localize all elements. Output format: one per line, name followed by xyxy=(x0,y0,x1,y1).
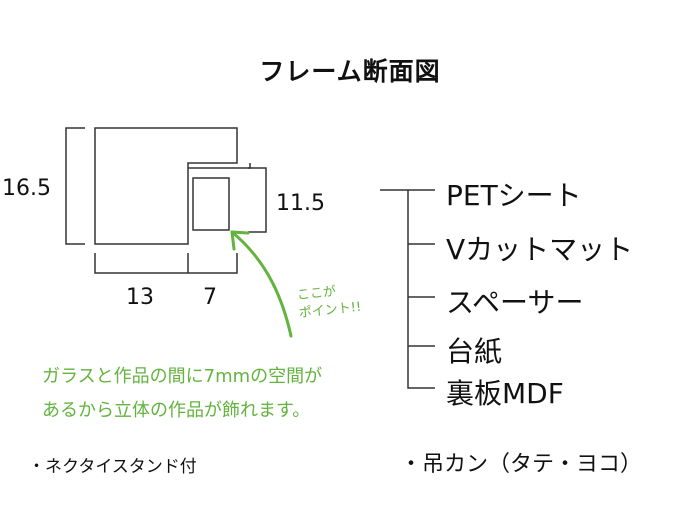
layer-list-bracket xyxy=(380,189,435,389)
layer-label-mdf-back-board: 裏板MDF xyxy=(446,377,564,410)
layer-label-v-cut-mat: Vカットマット xyxy=(446,233,634,266)
dimension-bracket-height-total xyxy=(65,127,85,245)
callout-note-line1: ガラスと作品の間に7mmの空間が xyxy=(42,366,323,387)
dimension-label-height-inner: 11.5 xyxy=(276,191,325,216)
spacer-gap-rect xyxy=(192,177,230,231)
page-title: フレーム断面図 xyxy=(259,57,441,86)
feature-stand: ・ネクタイスタンド付 xyxy=(28,457,197,477)
dimension-label-width-left: 13 xyxy=(126,285,154,310)
layer-label-spacer: スペーサー xyxy=(446,286,584,319)
callout-arrow-line xyxy=(230,230,293,338)
callout-arrow-head xyxy=(230,230,250,251)
dimension-label-height-total: 16.5 xyxy=(2,176,51,201)
dimension-bracket-height-inner xyxy=(248,167,267,233)
dimension-label-width-right: 7 xyxy=(203,285,217,310)
callout-point-label: ここが ポイント!! xyxy=(296,281,362,323)
layer-label-backing-paper: 台紙 xyxy=(446,335,503,368)
frame-profile-outline xyxy=(94,127,238,245)
layer-label-pet-sheet: PETシート xyxy=(446,179,582,212)
dimension-bracket-width xyxy=(94,253,238,274)
feature-hanger: ・吊カン（タテ・ヨコ） xyxy=(400,452,643,477)
callout-note-line2: あるから立体の作品が飾れます。 xyxy=(42,400,311,421)
